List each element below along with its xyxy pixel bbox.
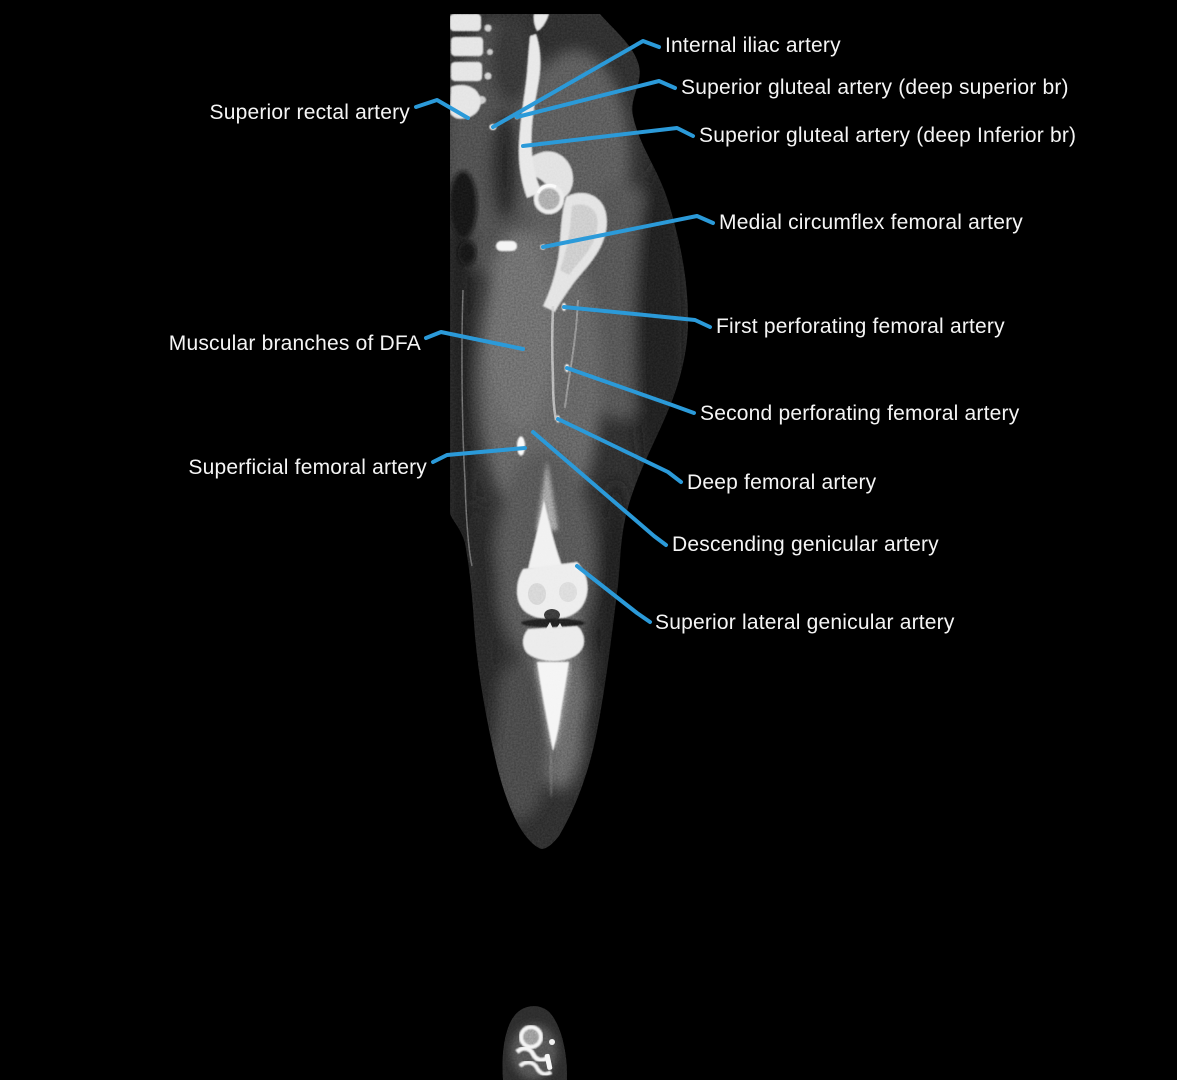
- annotation-label-muscular-branches-of-dfa: Muscular branches of DFA: [168, 332, 421, 355]
- annotation-label-second-perforating-femoral-artery: Second perforating femoral artery: [700, 402, 1020, 425]
- leader-line-descending-genicular-artery: [531, 430, 668, 547]
- leader-line-second-perforating-femoral-artery: [565, 366, 696, 415]
- leader-line-superior-rectal-artery: [414, 98, 470, 120]
- leader-line-internal-iliac-artery: [491, 39, 661, 129]
- leader-line-medial-circumflex-femoral-artery: [541, 214, 715, 249]
- leader-line-superior-lateral-genicular-artery: [575, 564, 652, 624]
- annotation-label-deep-femoral-artery: Deep femoral artery: [687, 471, 877, 494]
- annotation-label-superior-gluteal-artery-deep-superior-br: Superior gluteal artery (deep superior b…: [681, 76, 1069, 99]
- annotation-label-superior-gluteal-artery-deep-inferior-br: Superior gluteal artery (deep Inferior b…: [699, 124, 1077, 147]
- annotation-label-descending-genicular-artery: Descending genicular artery: [672, 533, 939, 556]
- annotation-label-superficial-femoral-artery: Superficial femoral artery: [188, 456, 427, 479]
- annotation-label-first-perforating-femoral-artery: First perforating femoral artery: [716, 315, 1005, 338]
- foot-cross-section: [502, 1006, 567, 1080]
- leader-line-superficial-femoral-artery: [431, 446, 527, 464]
- annotation-label-superior-rectal-artery: Superior rectal artery: [209, 101, 410, 124]
- leader-line-first-perforating-femoral-artery: [562, 305, 712, 329]
- annotation-label-internal-iliac-artery: Internal iliac artery: [665, 34, 841, 57]
- annotation-label-superior-lateral-genicular-artery: Superior lateral genicular artery: [655, 611, 955, 634]
- annotation-label-medial-circumflex-femoral-artery: Medial circumflex femoral artery: [719, 211, 1023, 234]
- leader-line-deep-femoral-artery: [556, 417, 683, 484]
- leader-line-muscular-branches-of-dfa: [424, 330, 525, 351]
- leader-line-superior-gluteal-artery-deep-superior-br: [515, 79, 677, 119]
- leader-line-superior-gluteal-artery-deep-inferior-br: [521, 126, 695, 148]
